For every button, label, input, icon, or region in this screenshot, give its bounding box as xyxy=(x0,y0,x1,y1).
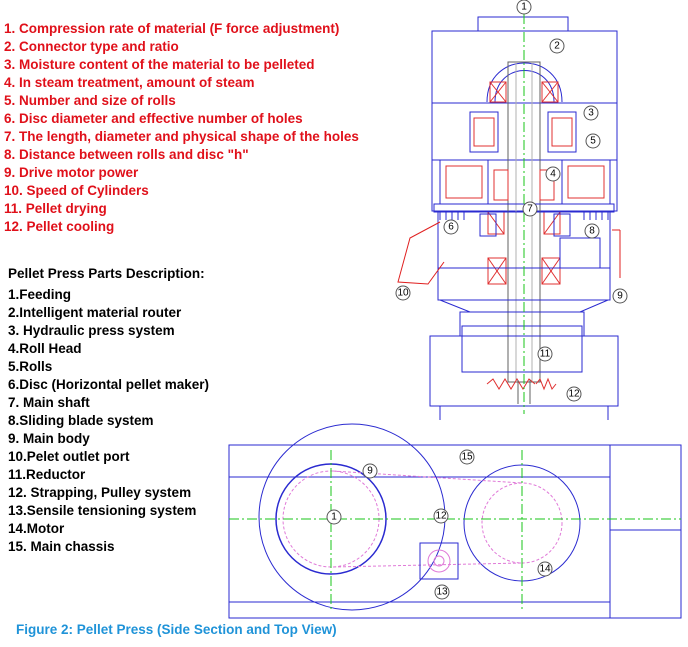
callout-side-5: 5 xyxy=(585,133,601,149)
callout-side-4: 4 xyxy=(545,166,561,182)
pulley-spring-right xyxy=(535,377,557,391)
svg-text:2: 2 xyxy=(554,41,560,52)
svg-text:12: 12 xyxy=(435,511,447,522)
svg-text:1: 1 xyxy=(331,512,337,523)
part-item: 12. Strapping, Pulley system xyxy=(8,485,192,500)
pelleting-factors-list: 1. Compression rate of material (F force… xyxy=(4,20,359,236)
svg-text:6: 6 xyxy=(448,222,454,233)
reductor xyxy=(461,325,583,373)
side-section-view xyxy=(397,16,621,420)
factor-item: 2. Connector type and ratio xyxy=(4,39,179,54)
svg-text:9: 9 xyxy=(617,291,623,302)
svg-text:7: 7 xyxy=(527,204,533,215)
callout-side-9: 9 xyxy=(612,288,628,304)
callout-top-1: 1 xyxy=(326,509,342,525)
factor-item: 7. The length, diameter and physical sha… xyxy=(4,129,359,144)
belt-lower xyxy=(332,562,523,568)
part-item: 7. Main shaft xyxy=(8,395,90,410)
figure-caption: Figure 2: Pellet Press (Side Section and… xyxy=(16,622,337,637)
callout-side-6: 6 xyxy=(443,219,459,235)
callout-top-9: 9 xyxy=(362,463,378,479)
part-item: 8.Sliding blade system xyxy=(8,413,154,428)
part-item: 2.Intelligent material router xyxy=(8,305,182,320)
callout-side-10: 10 xyxy=(395,285,411,301)
main-chassis xyxy=(228,444,682,619)
callout-side-2: 2 xyxy=(549,38,565,54)
svg-text:14: 14 xyxy=(539,564,551,575)
factor-item: 10. Speed of Cylinders xyxy=(4,183,149,198)
side-view-callouts: 1 2 3 4 5 6 7 8 9 10 11 12 xyxy=(395,0,628,402)
factor-item: 1. Compression rate of material (F force… xyxy=(4,21,340,36)
part-item: 5.Rolls xyxy=(8,359,53,374)
parts-description-title: Pellet Press Parts Description: xyxy=(8,266,205,281)
main-body-circle xyxy=(258,423,446,611)
svg-text:8: 8 xyxy=(589,226,595,237)
svg-text:11: 11 xyxy=(540,349,551,360)
svg-text:9: 9 xyxy=(367,466,373,477)
pulley-spring-left xyxy=(486,378,536,390)
roll-right xyxy=(561,159,611,205)
svg-text:5: 5 xyxy=(590,136,596,147)
tensioning-block xyxy=(419,542,459,580)
sliding-blade-system xyxy=(559,237,601,269)
callout-top-12: 12 xyxy=(433,508,449,524)
part-item: 1.Feeding xyxy=(8,287,72,302)
part-item: 4.Roll Head xyxy=(8,341,82,356)
svg-text:3: 3 xyxy=(588,108,594,119)
factor-item: 12. Pellet cooling xyxy=(4,219,115,234)
svg-text:4: 4 xyxy=(550,169,556,180)
part-item: 15. Main chassis xyxy=(8,539,115,554)
part-item: 6.Disc (Horizontal pellet maker) xyxy=(8,377,210,392)
svg-text:12: 12 xyxy=(568,389,580,400)
factor-item: 6. Disc diameter and effective number of… xyxy=(4,111,303,126)
part-item: 14.Motor xyxy=(8,521,65,536)
svg-text:1: 1 xyxy=(521,2,527,13)
factor-item: 8. Distance between rolls and disc "h" xyxy=(4,147,249,162)
callout-top-14: 14 xyxy=(537,561,553,577)
callout-side-11: 11 xyxy=(537,346,553,362)
callout-side-12: 12 xyxy=(566,386,582,402)
top-view-callouts: 1 9 12 13 14 15 xyxy=(326,449,553,600)
factor-item: 3. Moisture content of the material to b… xyxy=(4,57,315,72)
part-item: 3. Hydraulic press system xyxy=(8,323,175,338)
callout-top-15: 15 xyxy=(459,449,475,465)
hydraulic-press-left xyxy=(469,111,499,153)
roll-left xyxy=(439,159,489,205)
callout-side-1: 1 xyxy=(516,0,532,15)
factor-item: 11. Pellet drying xyxy=(4,201,107,216)
hydraulic-press-right xyxy=(547,111,577,153)
callout-side-8: 8 xyxy=(584,223,600,239)
blade-left xyxy=(479,213,497,237)
factor-item: 4. In steam treatment, amount of steam xyxy=(4,75,255,90)
part-item: 11.Reductor xyxy=(8,467,86,482)
feeding-inlet xyxy=(477,16,569,32)
svg-text:10: 10 xyxy=(397,288,409,299)
callout-side-3: 3 xyxy=(583,105,599,121)
part-item: 9. Main body xyxy=(8,431,90,446)
svg-text:15: 15 xyxy=(461,452,473,463)
parts-description-list: 1.Feeding 2.Intelligent material router 3.… xyxy=(8,286,209,556)
pellet-outlet-port xyxy=(397,221,445,285)
callout-side-7: 7 xyxy=(522,201,538,217)
part-item: 13.Sensile tensioning system xyxy=(8,503,197,518)
svg-text:13: 13 xyxy=(436,587,448,598)
factor-item: 9. Drive motor power xyxy=(4,165,139,180)
main-body xyxy=(437,267,611,301)
blade-right xyxy=(553,213,571,237)
callout-top-13: 13 xyxy=(434,584,450,600)
factor-item: 5. Number and size of rolls xyxy=(4,93,176,108)
roll-head-left xyxy=(493,169,509,201)
top-view xyxy=(228,423,682,619)
part-item: 10.Pelet outlet port xyxy=(8,449,130,464)
